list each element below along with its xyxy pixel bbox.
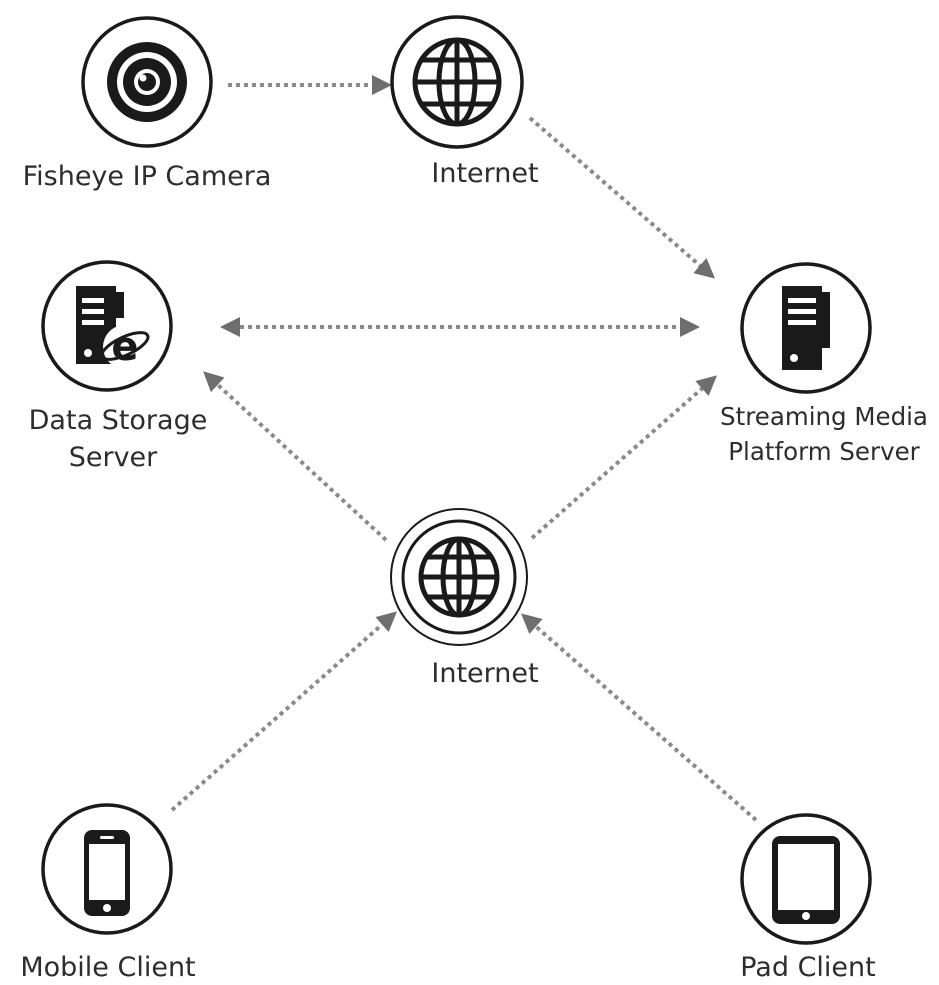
data-server-icon: e	[76, 286, 150, 370]
node-data-storage-server: e Data Storage Server	[29, 260, 208, 473]
server-tower-icon	[782, 286, 830, 370]
node-internet-middle: Internet	[390, 508, 539, 689]
globe-icon	[412, 37, 502, 127]
link-pad-to-internet-mid	[520, 613, 758, 822]
connections	[170, 75, 758, 822]
svg-text:e: e	[111, 324, 138, 370]
internet-top-label: Internet	[431, 158, 538, 189]
link-internet-top-to-streaming	[528, 116, 716, 279]
internet-mid-outer-ring	[390, 508, 528, 646]
data-storage-label-line1: Data Storage	[29, 405, 208, 436]
globe-icon	[418, 536, 500, 618]
smartphone-icon	[84, 830, 130, 916]
streaming-label-line2: Platform Server	[728, 437, 920, 466]
streaming-label-line1: Streaming Media	[720, 402, 928, 431]
internet-mid-label: Internet	[431, 658, 538, 689]
link-internet-mid-to-storage	[203, 371, 388, 542]
data-storage-label-line2: Server	[69, 442, 158, 473]
link-mobile-to-internet-mid	[170, 611, 397, 812]
pad-label: Pad Client	[740, 952, 876, 983]
mobile-label: Mobile Client	[20, 952, 195, 983]
node-mobile-client: Mobile Client	[20, 803, 196, 983]
tablet-icon	[772, 836, 840, 924]
node-internet-top: Internet	[390, 15, 539, 189]
camera-label: Fisheye IP Camera	[23, 161, 272, 192]
link-internet-mid-to-streaming	[530, 375, 718, 540]
fisheye-camera-icon	[107, 42, 187, 122]
node-pad-client: Pad Client	[740, 813, 876, 983]
node-streaming-media-server: Streaming Media Platform Server	[720, 262, 928, 466]
node-fisheye-camera: Fisheye IP Camera	[23, 16, 272, 192]
